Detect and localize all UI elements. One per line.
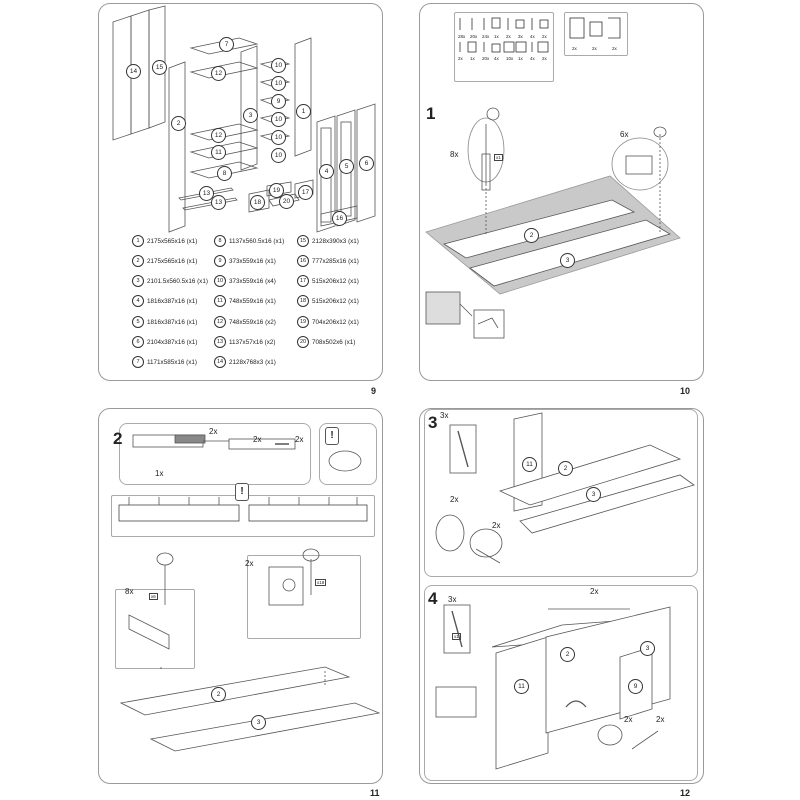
page-number: 12 bbox=[680, 788, 691, 798]
step-2-drawing bbox=[118, 434, 381, 752]
quantity-label: 6x bbox=[620, 130, 629, 139]
part-label: 2 bbox=[558, 461, 573, 476]
part-label: 13 bbox=[199, 186, 214, 201]
part-label: 13 bbox=[211, 195, 226, 210]
part-label: 2 bbox=[560, 647, 575, 662]
part-label: 11 bbox=[514, 679, 529, 694]
quantity-label: 3x bbox=[440, 411, 449, 420]
quantity-label: 8x bbox=[125, 587, 134, 596]
step-number: 4 bbox=[428, 589, 438, 608]
part-label: 9 bbox=[628, 679, 643, 694]
part-label: 12 bbox=[211, 128, 226, 143]
part-label: 3 bbox=[560, 253, 575, 268]
part-label: 3 bbox=[586, 487, 601, 502]
part-label: 4 bbox=[319, 164, 334, 179]
hinge-panel bbox=[564, 12, 628, 56]
steps-3-4-drawing bbox=[435, 412, 695, 770]
quantity-label: 2x bbox=[295, 435, 304, 444]
part-label: 10 bbox=[271, 76, 286, 91]
part-label: 2 bbox=[524, 228, 539, 243]
part-label: 1 bbox=[296, 104, 311, 119]
part-label: 20 bbox=[279, 194, 294, 209]
part-label: 10 bbox=[271, 148, 286, 163]
caution-icon: ! bbox=[325, 427, 339, 445]
quantity-label: 8x bbox=[450, 150, 459, 159]
caution-icon: ! bbox=[235, 483, 249, 501]
rail-screw-zoom bbox=[115, 589, 195, 669]
hardware-ref: x1 bbox=[494, 154, 503, 161]
part-label: 10 bbox=[271, 112, 286, 127]
part-label: 15 bbox=[152, 60, 167, 75]
part-label: 11 bbox=[211, 145, 226, 160]
part-label: 9 bbox=[271, 94, 286, 109]
part-label: 3 bbox=[640, 641, 655, 656]
hardware-ref: x1 bbox=[452, 633, 461, 640]
page-number: 10 bbox=[680, 386, 691, 396]
part-label: 2 bbox=[211, 687, 226, 702]
hardware-ref: x6 bbox=[149, 593, 158, 600]
quantity-label: 2x bbox=[590, 587, 599, 596]
part-label: 6 bbox=[359, 156, 374, 171]
step-1-drawing bbox=[425, 17, 681, 339]
quantity-label: 2x bbox=[624, 715, 633, 724]
part-label: 19 bbox=[269, 183, 284, 198]
quantity-label: 1x bbox=[155, 469, 164, 478]
part-label: 18 bbox=[250, 195, 265, 210]
part-label: 11 bbox=[522, 457, 537, 472]
part-label: 10 bbox=[271, 130, 286, 145]
part-label: 17 bbox=[298, 185, 313, 200]
part-label: 7 bbox=[219, 37, 234, 52]
part-label: 3 bbox=[243, 108, 258, 123]
part-label: 12 bbox=[211, 66, 226, 81]
part-label: 2 bbox=[171, 116, 186, 131]
quantity-label: 2x bbox=[245, 559, 254, 568]
step-number: 1 bbox=[426, 104, 436, 123]
step-number: 2 bbox=[113, 429, 123, 448]
quantity-label: 2x bbox=[492, 521, 501, 530]
part-label: 3 bbox=[251, 715, 266, 730]
quantity-label: 3x bbox=[448, 595, 457, 604]
step-number: 3 bbox=[428, 413, 438, 432]
page-11: 2 2x 2x 2x 1x ! ! 8x 2x 2 3 x6 x18 bbox=[98, 408, 383, 784]
part-label: 10 bbox=[271, 58, 286, 73]
quantity-label: 2x bbox=[253, 435, 262, 444]
part-label: 5 bbox=[339, 159, 354, 174]
page-number: 11 bbox=[370, 788, 380, 798]
page-10: 28x 20x 24x 1x 2x 3x 4x 2x 2x 1x 20x 4x … bbox=[419, 3, 704, 381]
rail-overview-panel bbox=[111, 495, 375, 537]
page-9: 14 15 7 2 12 3 10 10 9 10 1 12 11 10 10 … bbox=[98, 3, 383, 381]
part-label: 14 bbox=[126, 64, 141, 79]
quantity-label: 2x bbox=[209, 427, 218, 436]
quantity-label: 2x bbox=[656, 715, 665, 724]
page-12: 3 3x 2x 2x 11 2 3 4 3x 2x 2x 2x 2 3 11 9… bbox=[419, 408, 704, 784]
part-label: 16 bbox=[332, 211, 347, 226]
part-label: 8 bbox=[217, 166, 232, 181]
hinge-zoom bbox=[247, 555, 361, 639]
quantity-label: 2x bbox=[450, 495, 459, 504]
page-number: 9 bbox=[371, 386, 377, 396]
rail-assembly-panel bbox=[119, 423, 311, 485]
hardware-ref: x18 bbox=[315, 579, 327, 586]
